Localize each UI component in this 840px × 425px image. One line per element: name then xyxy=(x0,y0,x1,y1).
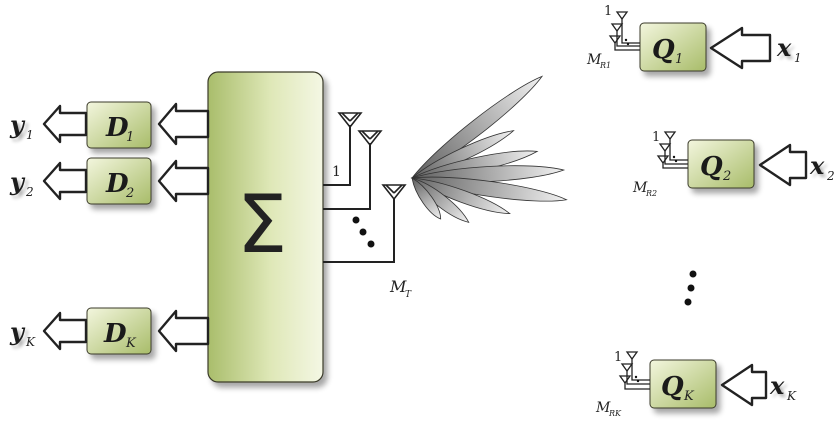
decoder-2-index: 2 xyxy=(125,186,134,201)
decoder-2-letter: D xyxy=(105,169,129,199)
output-y1-letter: y xyxy=(9,110,26,139)
tx-antenna-count-letter: M xyxy=(389,277,407,296)
receiver-1-index: 1 xyxy=(675,52,683,67)
receiver-1-antenna-icon xyxy=(608,11,640,51)
arrow-x2-to-q2 xyxy=(758,143,808,187)
decoder-k-index: K xyxy=(125,336,137,351)
receiver-2-dots-icon xyxy=(672,155,678,163)
receiver-2-first-antenna: 1 xyxy=(652,130,660,145)
output-y1-index: 1 xyxy=(26,128,34,142)
arrow-sum-to-d2 xyxy=(157,159,210,203)
tx-antenna-2-icon xyxy=(357,130,383,147)
receiver-k: Q K xyxy=(649,359,717,409)
tx-antenna-count-sub: T xyxy=(405,290,412,300)
receiver-2-ant-sub: R2 xyxy=(645,189,657,198)
decoder-k: D K xyxy=(86,307,152,355)
receiver-1: Q 1 xyxy=(639,22,707,72)
receiver-2-ant-letter: M xyxy=(632,180,648,196)
receiver-2-antenna-icon xyxy=(656,131,688,169)
arrow-d2-to-y2 xyxy=(42,161,88,201)
output-y2-letter: y xyxy=(9,167,26,196)
receiver-k-first-antenna: 1 xyxy=(614,350,622,365)
arrow-xk-to-qk xyxy=(720,363,768,407)
receiver-1-first-antenna: 1 xyxy=(604,4,612,19)
receiver-1-letter: Q xyxy=(652,35,675,65)
tx-antenna-1-icon xyxy=(337,112,363,129)
decoder-2: D 2 xyxy=(86,157,152,205)
input-xk-letter: x xyxy=(769,371,785,400)
receiver-1-ant-letter: M xyxy=(586,52,602,68)
arrow-x1-to-q1 xyxy=(709,26,772,70)
receiver-2-index: 2 xyxy=(722,169,731,184)
decoder-k-letter: D xyxy=(103,319,127,349)
receiver-k-ant-letter: M xyxy=(595,400,611,416)
receiver-k-letter: Q xyxy=(661,372,684,402)
arrow-sum-to-d1 xyxy=(157,102,210,146)
output-yk-index: K xyxy=(25,335,36,349)
receiver-1-ant-sub: R1 xyxy=(599,61,611,70)
receiver-k-antenna-icon xyxy=(618,351,650,390)
arrow-sum-to-dk xyxy=(157,309,210,353)
arrow-d1-to-y1 xyxy=(42,104,88,144)
receiver-2: Q 2 xyxy=(687,139,755,189)
receiver-k-dots-icon xyxy=(634,375,640,383)
input-x2-letter: x xyxy=(809,151,825,180)
input-x2-index: 2 xyxy=(826,169,835,183)
input-xk-index: K xyxy=(786,389,797,403)
receiver-k-ant-sub: RK xyxy=(608,409,622,418)
beam-pattern-icon xyxy=(410,75,568,223)
tx-antenna-m-icon xyxy=(381,184,407,201)
output-yk-letter: y xyxy=(9,317,26,346)
input-x1-index: 1 xyxy=(794,51,802,65)
receiver-2-letter: Q xyxy=(700,152,723,182)
input-x1-letter: x xyxy=(776,33,792,62)
arrow-dk-to-yk xyxy=(42,311,88,351)
sum-block: Σ xyxy=(207,71,324,383)
tx-first-antenna-label: 1 xyxy=(332,164,341,180)
decoder-1-letter: D xyxy=(105,113,129,143)
receiver-1-dots-icon xyxy=(624,38,630,46)
sigma-symbol: Σ xyxy=(237,178,288,271)
decoder-1-index: 1 xyxy=(126,130,134,145)
output-y2-index: 2 xyxy=(25,185,34,199)
receiver-dots-icon xyxy=(684,270,697,306)
tx-antenna-lines xyxy=(323,125,395,263)
decoder-1: D 1 xyxy=(86,101,152,149)
tx-dots-icon xyxy=(352,216,375,248)
receiver-k-index: K xyxy=(683,389,695,404)
